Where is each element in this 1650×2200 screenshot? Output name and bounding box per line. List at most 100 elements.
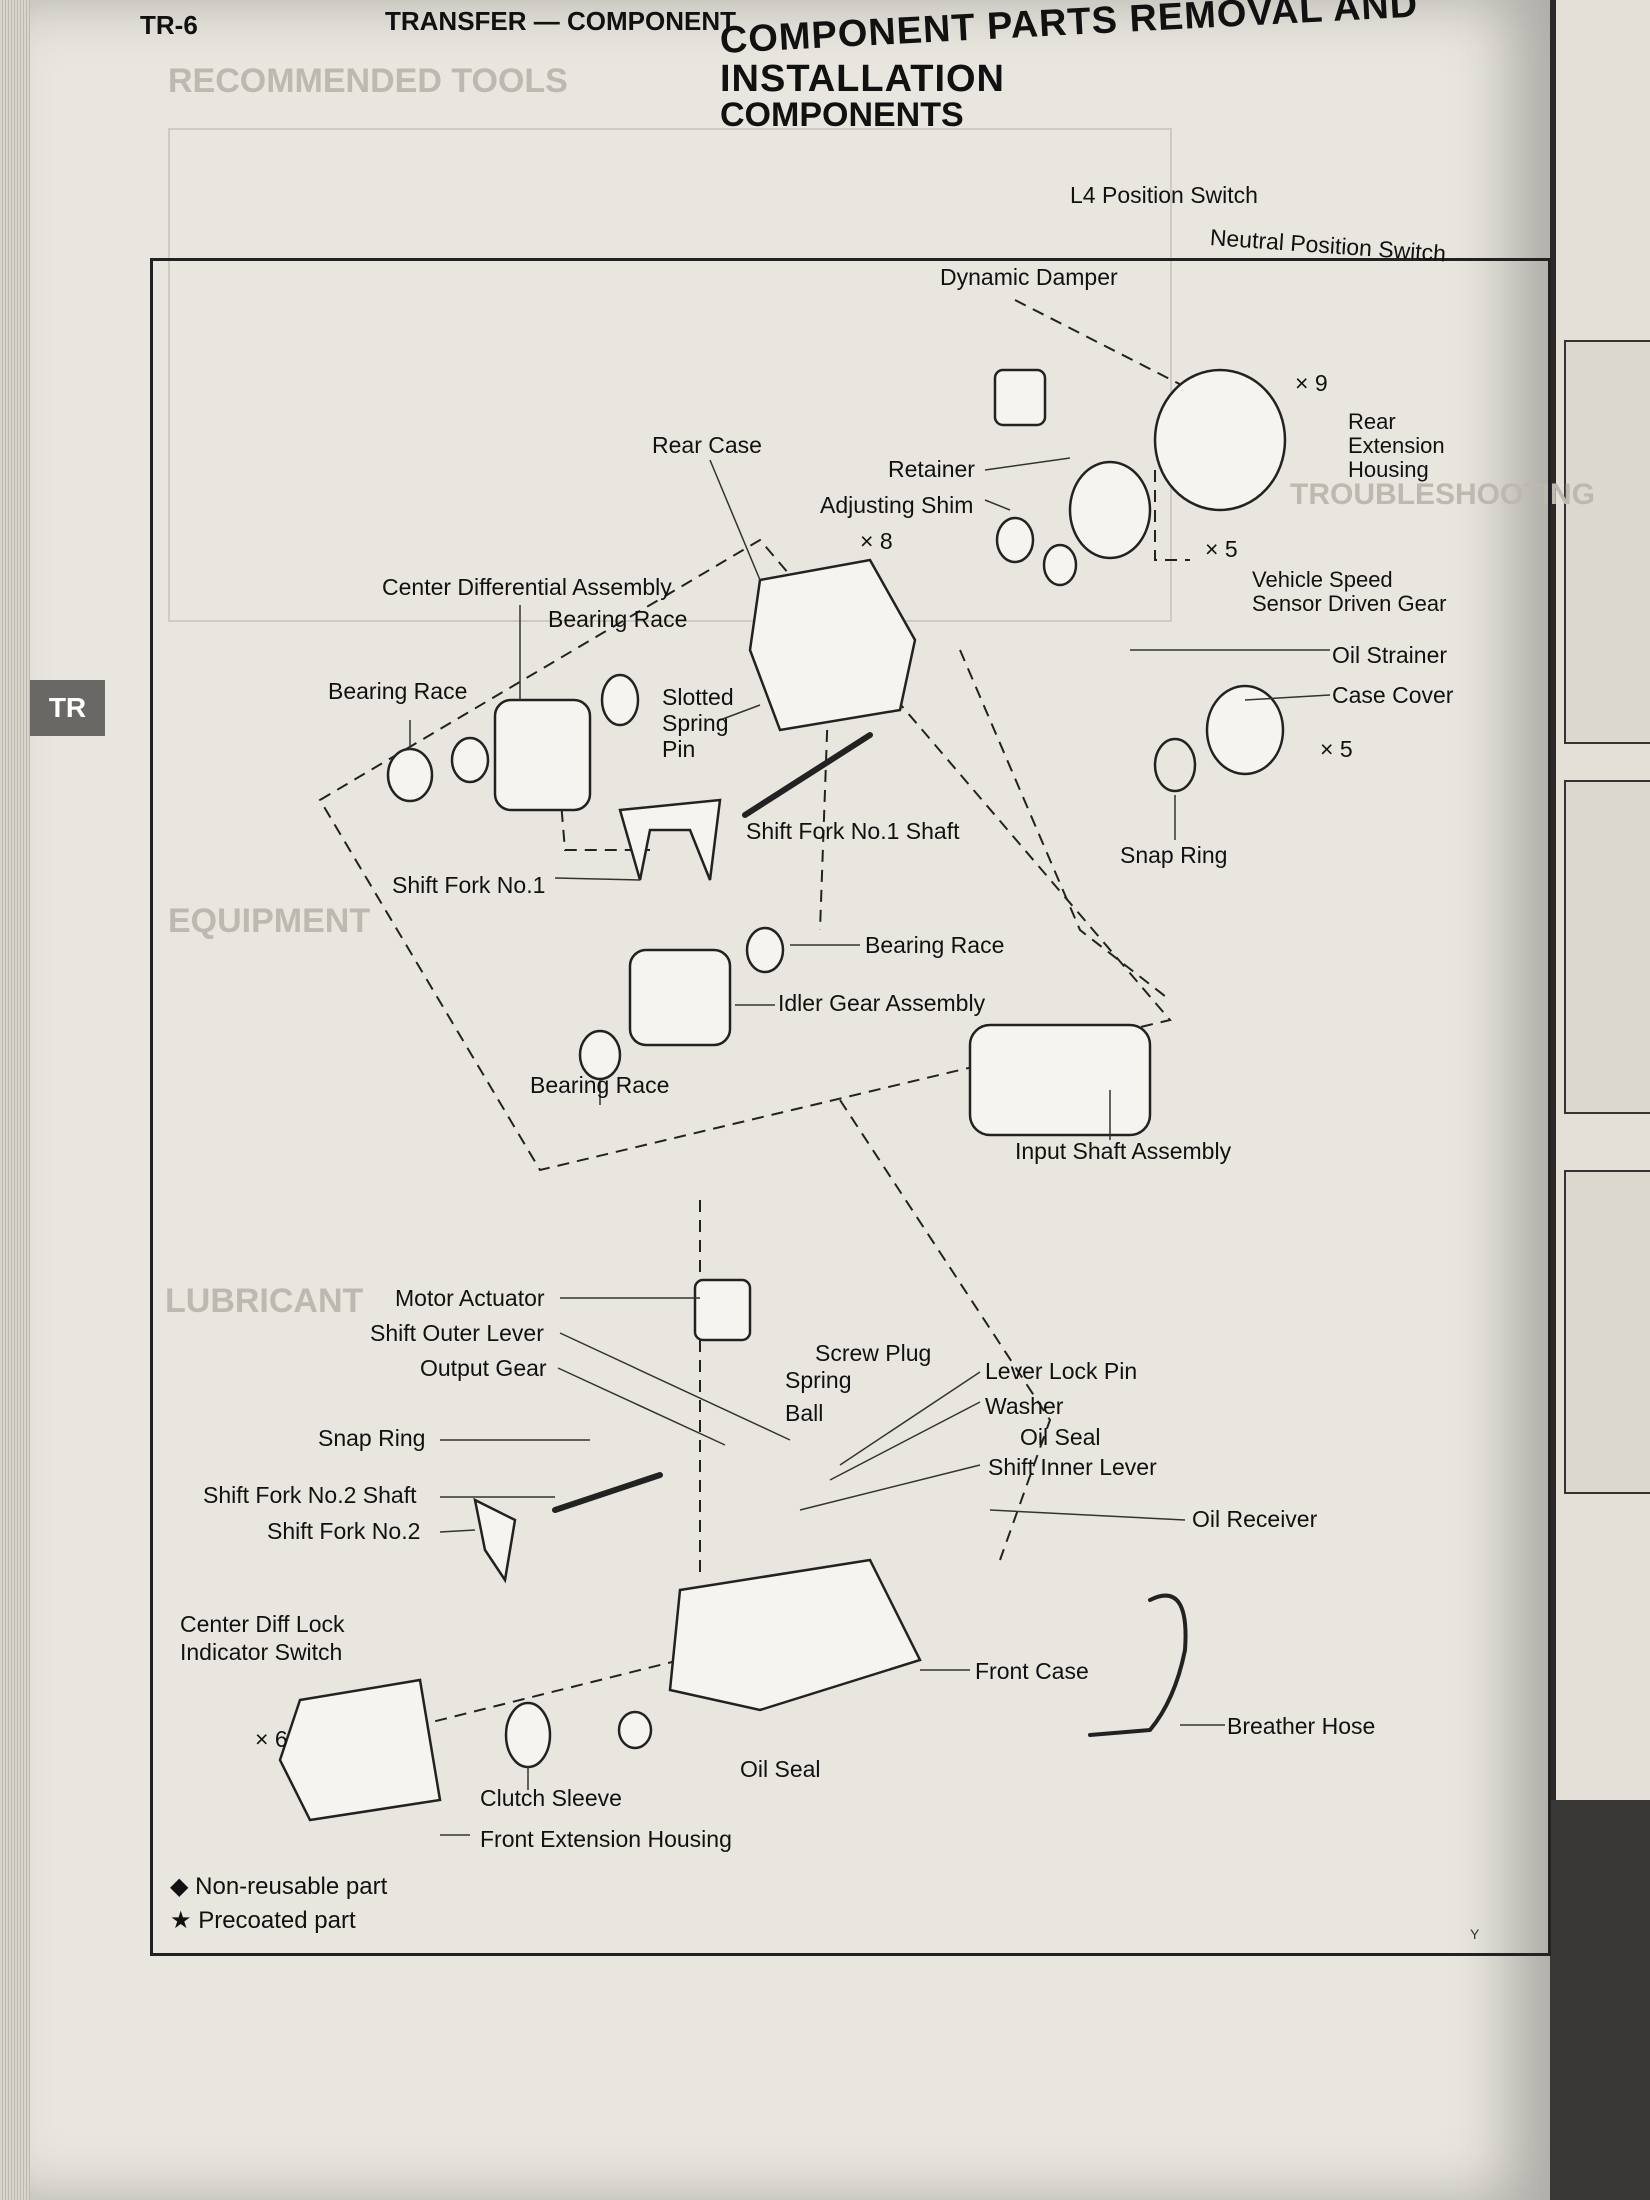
front-case — [668, 1558, 922, 1712]
case-cover-guide — [959, 649, 1171, 1001]
shift-fork-2 — [473, 1497, 517, 1584]
retainer-ring — [1042, 543, 1078, 587]
label-oil-strainer: Oil Strainer — [1332, 642, 1448, 668]
label-motor-actuator: Motor Actuator — [395, 1285, 545, 1311]
shift-fork-2-shaft — [552, 1472, 663, 1513]
label-x9: × 9 — [1295, 370, 1328, 396]
label-breather-hose: Breather Hose — [1227, 1713, 1376, 1739]
label-rear-case: Rear Case — [652, 432, 762, 458]
center-diff-bearing — [450, 736, 490, 784]
leader — [839, 1371, 981, 1466]
label-x5-lower: × 5 — [1320, 736, 1353, 762]
leader — [554, 877, 641, 881]
leader — [719, 704, 761, 721]
label-bearing-race-left: Bearing Race — [328, 678, 468, 704]
label-shift-fork-2-shaft: Shift Fork No.2 Shaft — [203, 1482, 417, 1508]
label-input-shaft-assembly: Input Shaft Assembly — [1015, 1138, 1232, 1164]
rear-housing-outline — [1154, 470, 1190, 561]
manual-page — [30, 0, 1550, 2200]
legend-non-reusable-text: Non-reusable part — [195, 1873, 388, 1900]
diamond-icon: ◆ — [170, 1873, 189, 1900]
shift-fork-1 — [618, 798, 722, 881]
leader — [1244, 694, 1331, 701]
facing-page-figure — [1564, 780, 1650, 1114]
ghost-lubricant: LUBRICANT — [165, 1282, 364, 1320]
label-oil-seal-lower: Oil Seal — [740, 1756, 821, 1782]
page-edges — [0, 0, 30, 2200]
leader — [984, 457, 1071, 471]
label-shift-fork-2: Shift Fork No.2 — [267, 1518, 421, 1544]
label-x5-upper: × 5 — [1205, 536, 1238, 562]
facing-page-figure — [1564, 1170, 1650, 1494]
label-adjusting-shim: Adjusting Shim — [820, 492, 974, 518]
label-ball: Ball — [785, 1400, 824, 1426]
label-washer: Washer — [985, 1393, 1064, 1419]
bearing-race-left — [386, 747, 434, 803]
leader — [984, 499, 1011, 511]
label-vehicle-speed-sensor-driven-gear: Vehicle Speed Sensor Driven Gear — [1252, 567, 1447, 616]
legend-precoated: ★ Precoated part — [170, 1906, 356, 1935]
section-title: TRANSFER — COMPONENT — [385, 6, 736, 36]
leader — [829, 1401, 981, 1481]
motor-actuator — [693, 1278, 752, 1342]
damper-leader — [1014, 299, 1251, 421]
label-dynamic-damper: Dynamic Damper — [940, 264, 1118, 290]
shift-fork-1-shaft — [742, 732, 873, 818]
label-clutch-sleeve: Clutch Sleeve — [480, 1785, 622, 1811]
label-snap-ring-upper: Snap Ring — [1120, 842, 1228, 868]
leader — [559, 1332, 791, 1441]
center-differential-gear — [493, 698, 592, 812]
page-title-line2: INSTALLATION — [720, 58, 1005, 100]
adjusting-shim — [995, 516, 1035, 564]
label-case-cover: Case Cover — [1332, 682, 1454, 708]
upper-assembly-outline — [318, 538, 1172, 1172]
label-bearing-race-upper: Bearing Race — [548, 606, 688, 632]
retainer-plate — [1068, 460, 1152, 560]
legend-non-reusable: ◆ Non-reusable part — [170, 1872, 387, 1901]
input-shaft-gear — [968, 1023, 1152, 1137]
label-center-diff-lock-indicator-switch: Center Diff Lock Indicator Switch — [180, 1611, 345, 1665]
label-x6: × 6 — [255, 1726, 288, 1752]
rear-extension-housing — [1153, 368, 1287, 512]
facing-page-figure — [1564, 340, 1650, 744]
ghost-tools-table — [168, 128, 1172, 622]
star-icon: ★ — [170, 1907, 192, 1934]
label-front-extension-housing: Front Extension Housing — [480, 1826, 732, 1852]
label-x8: × 8 — [860, 528, 893, 554]
label-output-gear: Output Gear — [420, 1355, 547, 1381]
label-idler-gear-assembly: Idler Gear Assembly — [778, 990, 986, 1016]
label-center-differential-assembly: Center Differential Assembly — [382, 574, 672, 600]
bearing-race-idler — [745, 926, 785, 974]
label-bearing-race-lower: Bearing Race — [530, 1072, 670, 1098]
diagram-frame — [150, 258, 1551, 1956]
label-l4-position-switch: L4 Position Switch — [1070, 182, 1258, 208]
front-extension-housing — [278, 1678, 442, 1822]
label-shift-inner-lever: Shift Inner Lever — [988, 1454, 1157, 1480]
case-cover — [1205, 684, 1285, 776]
leader — [709, 459, 761, 581]
leader — [557, 1367, 726, 1446]
leader — [989, 1509, 1186, 1521]
breather-hose — [1088, 1593, 1188, 1737]
facing-page — [1550, 0, 1650, 1800]
bearing-race-lower-left — [578, 1029, 622, 1081]
leader — [439, 1529, 476, 1533]
label-spring: Spring — [785, 1367, 852, 1393]
page-number: TR-6 — [140, 10, 198, 40]
label-front-case: Front Case — [975, 1658, 1089, 1684]
dynamic-damper — [993, 368, 1047, 427]
rear-case — [748, 558, 917, 732]
ghost-recommended-tools: RECOMMENDED TOOLS — [168, 62, 568, 100]
label-screw-plug: Screw Plug — [815, 1340, 932, 1366]
label-oil-seal-upper: Oil Seal — [1020, 1424, 1101, 1450]
label-retainer: Retainer — [888, 456, 975, 482]
oil-seal-front — [617, 1710, 653, 1750]
clutch-sleeve — [504, 1701, 552, 1769]
ghost-troubleshooting: TROUBLESHOOTING — [1290, 478, 1595, 511]
label-oil-receiver: Oil Receiver — [1192, 1506, 1318, 1532]
leader — [799, 1464, 981, 1511]
ghost-equipment: EQUIPMENT — [168, 902, 371, 940]
snap-ring-upper — [1153, 737, 1197, 793]
label-slotted-spring-pin: Slotted Spring Pin — [662, 684, 734, 762]
